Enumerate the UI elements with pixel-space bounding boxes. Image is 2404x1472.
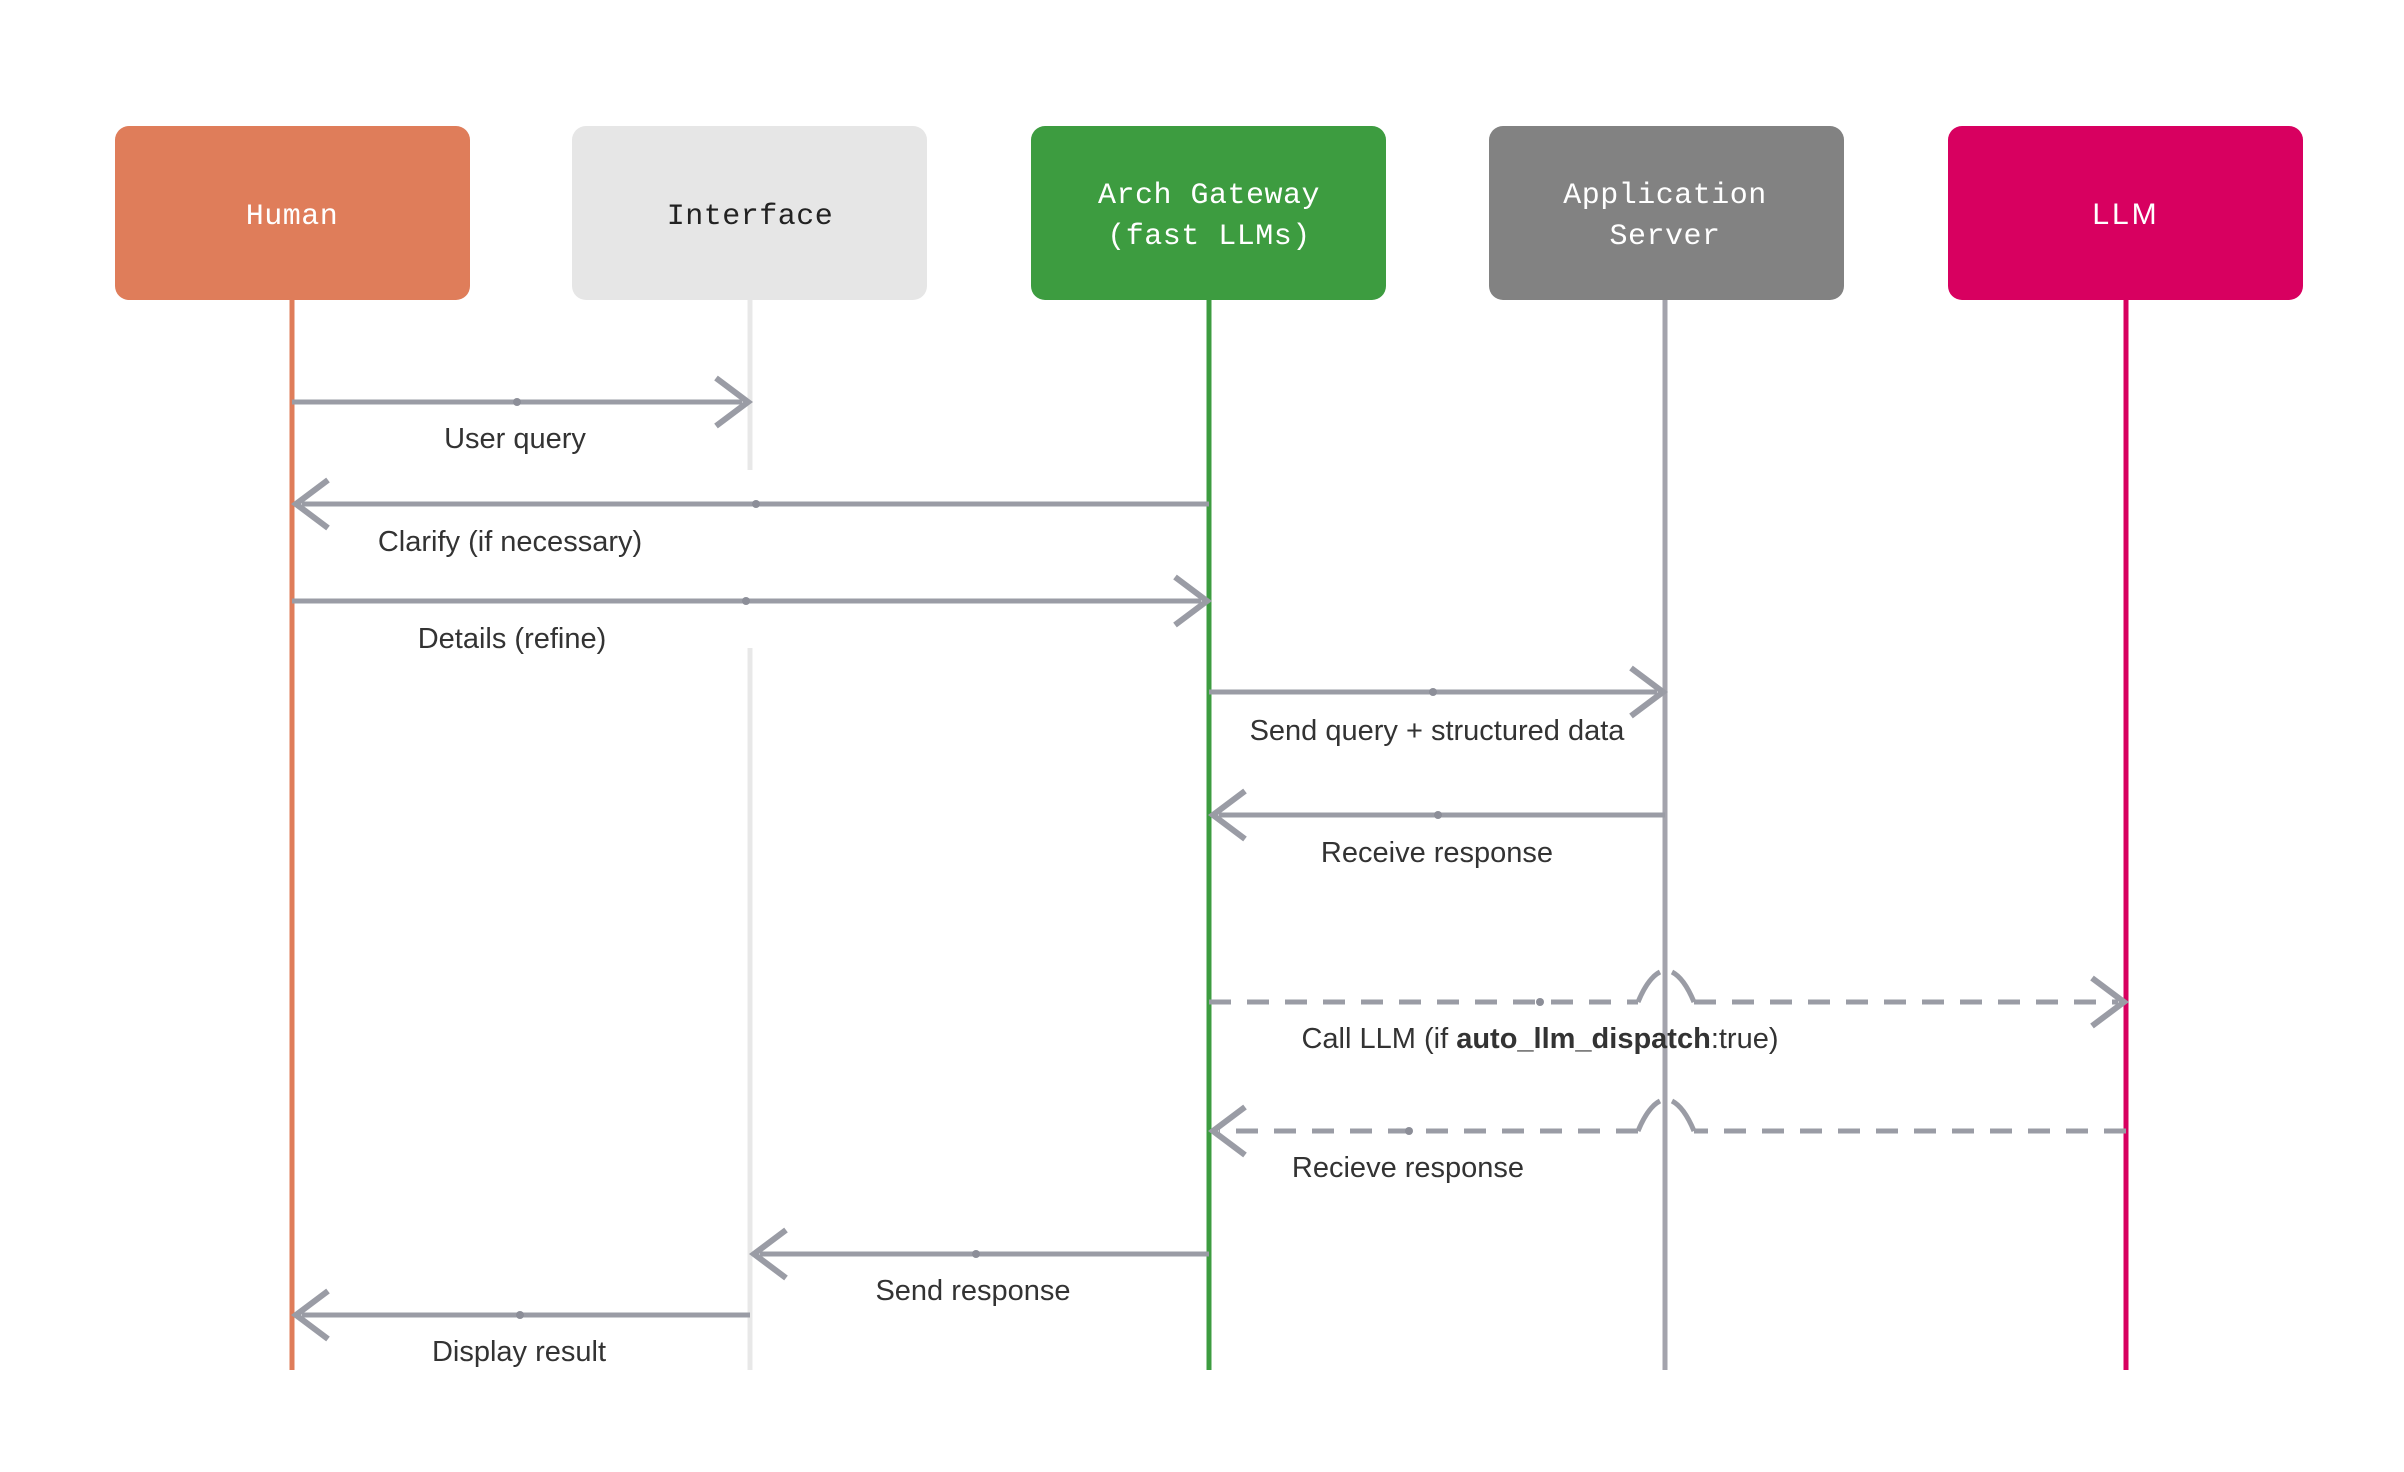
actor-arch-gateway[interactable]: Arch Gateway (fast LLMs) [1031, 126, 1386, 300]
message-midpoint-dot [742, 597, 750, 605]
actor-label-human: Human [246, 200, 339, 234]
message-midpoint-dot [513, 398, 521, 406]
message-display-result[interactable]: Display result [291, 1288, 750, 1368]
message-recieve-response[interactable]: Recieve response [1208, 1098, 2126, 1184]
message-midpoint-dot [516, 1311, 524, 1319]
message-midpoint-dot [1434, 811, 1442, 819]
actor-human[interactable]: Human [115, 126, 470, 300]
actor-label-application-server-line1: Application [1563, 179, 1767, 213]
lifeline-bridge-right [1670, 969, 1697, 1003]
message-label: Recieve response [1292, 1152, 1524, 1184]
actor-interface[interactable]: Interface [572, 126, 927, 300]
actor-box-human[interactable] [115, 126, 470, 300]
lifelines-group [289, 300, 2129, 1370]
message-midpoint-dot [1405, 1127, 1413, 1135]
message-label-suffix: :true) [1711, 1023, 1779, 1055]
lifeline-bridge-right [1670, 1098, 1697, 1132]
arrowhead-left [1208, 1104, 1247, 1158]
actor-llm[interactable]: LLM [1948, 126, 2303, 300]
message-details-refine[interactable]: Details (refine) [292, 574, 1212, 655]
arrowhead-left [749, 1227, 788, 1281]
message-midpoint-dot [1429, 688, 1437, 696]
message-midpoint-dot [972, 1250, 980, 1258]
actor-application-server[interactable]: Application Server [1489, 126, 1844, 300]
actor-box-interface[interactable] [572, 126, 927, 300]
message-label: Details (refine) [418, 623, 607, 655]
arrowhead-right [1629, 665, 1668, 719]
message-label: Receive response [1321, 837, 1553, 869]
lifeline-bridge-left [1635, 1098, 1662, 1132]
message-label: Call LLM (if auto_llm_dispatch:true) [1301, 1023, 1778, 1055]
message-midpoint-dot [752, 500, 760, 508]
message-label: User query [444, 423, 586, 455]
message-label: Send query + structured data [1250, 715, 1626, 747]
lifeline-bridge-left [1635, 969, 1662, 1003]
message-label: Send response [875, 1275, 1070, 1307]
message-midpoint-dot [1536, 998, 1544, 1006]
message-user-query[interactable]: User query [292, 375, 753, 455]
message-receive-response[interactable]: Receive response [1208, 788, 1665, 869]
arrowhead-left [291, 477, 330, 531]
actor-box-application-server[interactable] [1489, 126, 1844, 300]
message-call-llm[interactable]: Call LLM (if auto_llm_dispatch:true) [1209, 969, 2129, 1055]
message-label: Clarify (if necessary) [378, 526, 642, 558]
message-label: Display result [432, 1336, 606, 1368]
actor-label-llm: LLM [2092, 198, 2159, 231]
actor-label-interface: Interface [667, 200, 834, 234]
message-clarify-if-necessary[interactable]: Clarify (if necessary) [291, 477, 1209, 558]
arrowhead-left [291, 1288, 330, 1342]
arrowhead-right [1173, 574, 1212, 628]
actor-label-arch-gateway-line1: Arch Gateway [1098, 179, 1320, 213]
message-send-query-structured-data[interactable]: Send query + structured data [1209, 665, 1668, 747]
actor-box-llm[interactable] [1948, 126, 2303, 300]
actor-label-arch-gateway-line2: (fast LLMs) [1107, 220, 1311, 254]
arrowhead-right [714, 375, 753, 429]
actor-label-application-server-line2: Server [1609, 220, 1720, 254]
message-send-response[interactable]: Send response [749, 1227, 1209, 1307]
message-label-prefix: Call LLM (if [1301, 1023, 1456, 1055]
arrowhead-right [2090, 975, 2129, 1029]
arrowhead-left [1208, 788, 1247, 842]
message-label-bold: auto_llm_dispatch [1456, 1023, 1711, 1055]
actor-box-arch-gateway[interactable] [1031, 126, 1386, 300]
